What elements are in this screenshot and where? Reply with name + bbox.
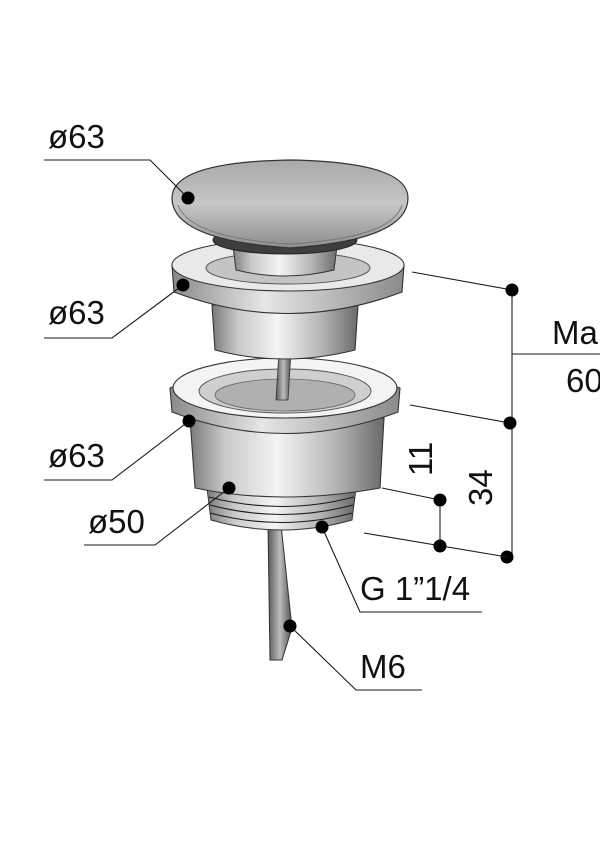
cap bbox=[171, 159, 409, 249]
dot-m6 bbox=[283, 619, 297, 633]
label-flange-diameter: ø63 bbox=[48, 294, 105, 331]
label-max-height-1: Ma bbox=[552, 314, 598, 351]
leader-flange bbox=[44, 284, 184, 339]
dot-34-top bbox=[503, 416, 517, 430]
label-rod-thread: M6 bbox=[360, 648, 406, 685]
label-dim-34: 34 bbox=[462, 469, 499, 506]
labels: ø63 ø63 ø63 ø50 G 1”1/4 M6 Ma 60 11 34 bbox=[48, 118, 600, 685]
leader-g-thread bbox=[321, 526, 482, 613]
label-thread-diameter: ø50 bbox=[88, 503, 145, 540]
drain-assembly bbox=[169, 159, 409, 661]
dot-body bbox=[182, 414, 196, 428]
dot-11-bottom bbox=[433, 539, 447, 553]
rod bbox=[267, 524, 293, 661]
dot-max-top bbox=[505, 283, 519, 297]
leader-cap bbox=[44, 159, 189, 199]
label-dim-11: 11 bbox=[402, 442, 439, 476]
label-thread-size: G 1”1/4 bbox=[360, 570, 470, 607]
dot-thread bbox=[222, 481, 236, 495]
leader-body bbox=[44, 420, 190, 481]
dot-flange bbox=[176, 278, 190, 292]
label-body-diameter: ø63 bbox=[48, 437, 105, 474]
dot-cap bbox=[181, 191, 195, 205]
cap-stem bbox=[211, 304, 359, 360]
threaded-section bbox=[206, 487, 357, 531]
leader-lines bbox=[44, 159, 482, 691]
label-max-height-2: 60 bbox=[566, 362, 600, 399]
leader-m6 bbox=[289, 625, 422, 691]
leader-thread bbox=[84, 487, 230, 546]
label-cap-diameter: ø63 bbox=[48, 118, 105, 155]
dot-g-thread bbox=[315, 520, 329, 534]
dimension-lines bbox=[363, 271, 600, 564]
dot-11-top bbox=[433, 493, 447, 507]
